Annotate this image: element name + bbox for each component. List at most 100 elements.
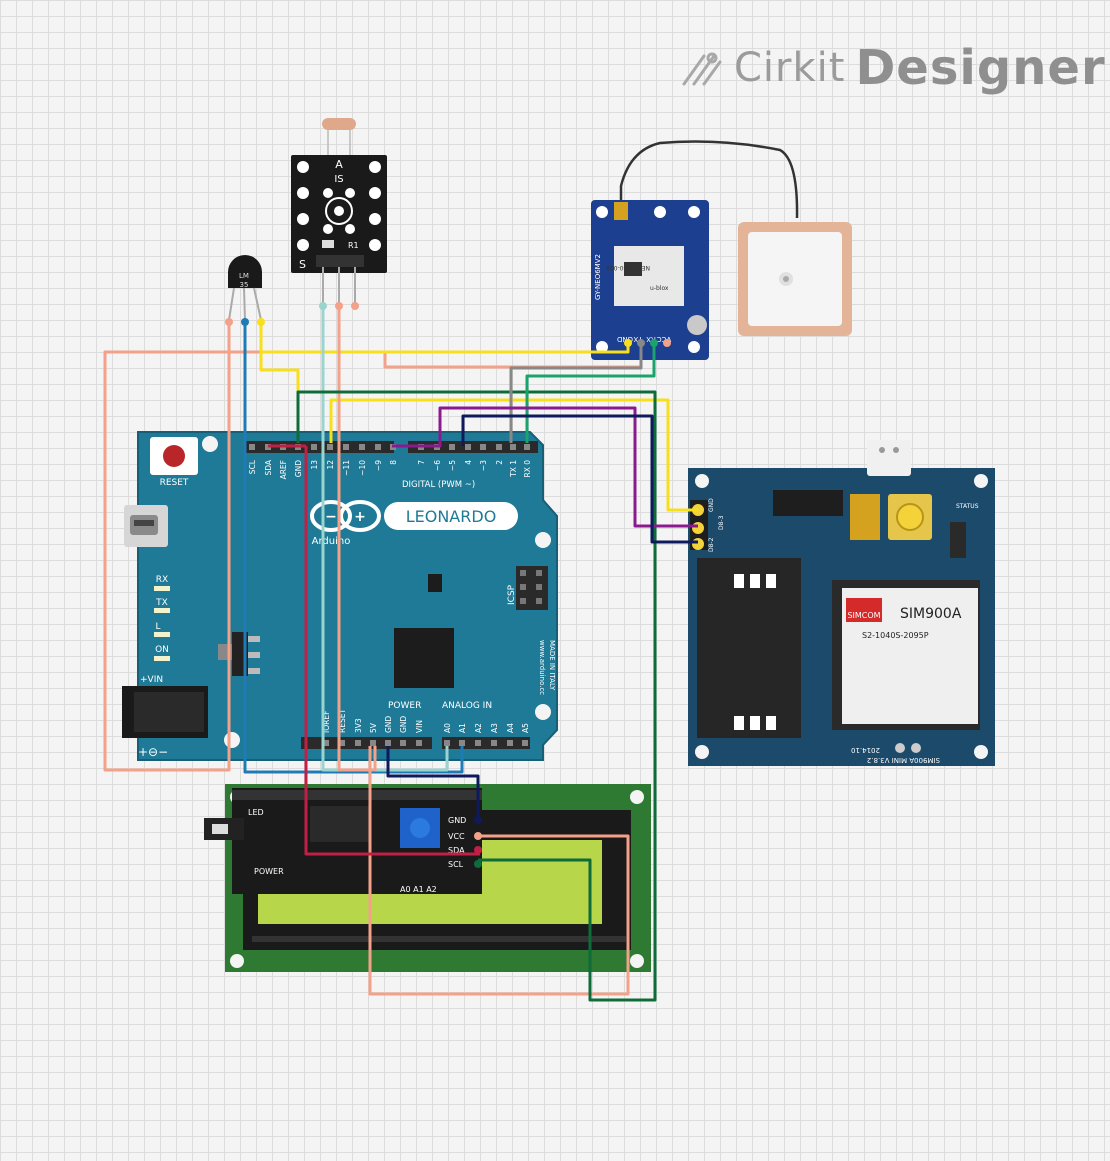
gps-pin[interactable]	[663, 339, 671, 347]
power-pin-label: RESET	[338, 709, 347, 733]
reset-button[interactable]: RESET	[150, 437, 198, 488]
digital-pin-label: ~10	[358, 460, 367, 476]
power-pin-label: 5V	[369, 722, 378, 733]
analog-pin[interactable]	[475, 740, 481, 746]
digital-pin-17[interactable]	[510, 444, 516, 450]
wire-gps-rx	[509, 343, 643, 443]
gps-board-label: GY-NEO6MV2	[594, 254, 602, 300]
wire-lm35-out	[243, 322, 464, 774]
analog-pin-label: A1	[458, 723, 467, 733]
lm35-temperature-sensor: LM 35	[225, 255, 265, 326]
ldr-label-a: A	[335, 158, 343, 171]
power-pin-label: IOREF	[322, 711, 331, 733]
digital-pin-18[interactable]	[524, 444, 530, 450]
digital-pin-label: 2	[495, 460, 504, 465]
wire-sim-d82	[461, 414, 698, 544]
power-pin[interactable]	[385, 740, 391, 746]
power-pin-label: 3V3	[354, 718, 363, 733]
sim-status-label: STATUS	[956, 503, 979, 510]
analog-pin[interactable]	[522, 740, 528, 746]
lcd-pin-label: GND	[448, 816, 466, 825]
digital-pin-7[interactable]	[343, 444, 349, 450]
led-rx-label: RX	[156, 575, 168, 585]
digital-pin-label: 8	[389, 460, 398, 465]
analog-pin[interactable]	[491, 740, 497, 746]
power-pin[interactable]	[416, 740, 422, 746]
power-pin[interactable]	[370, 740, 376, 746]
led-l-label: L	[155, 622, 160, 632]
icsp-header: ICSP	[507, 566, 548, 610]
cirkit-designer-logo: Cirkit Designer	[680, 38, 1106, 98]
wire-gnd-rail	[259, 343, 630, 370]
power-pin[interactable]	[400, 740, 406, 746]
digital-pin-label: 7	[417, 460, 426, 465]
lm35-label-top: LM	[239, 272, 249, 280]
vin-label: +VIN	[140, 675, 163, 685]
analog-pin-label: A4	[506, 723, 515, 733]
sim-brand-label: SIMCOM	[847, 611, 880, 620]
digital-pin-8[interactable]	[359, 444, 365, 450]
reset-label: RESET	[160, 478, 189, 488]
sim-part-label: S2-1040S-2095P	[862, 631, 929, 640]
analog-pin[interactable]	[459, 740, 465, 746]
arduino-logo-text: Arduino	[312, 536, 351, 547]
wires	[103, 306, 698, 1002]
digital-pin-label: ~9	[374, 460, 383, 471]
sim-date-label: 2014.10	[851, 746, 880, 754]
digital-pin-label: 4	[464, 460, 473, 465]
power-jack: +VIN +⊖−	[122, 675, 208, 759]
lcd-pin-label: VCC	[448, 832, 465, 841]
digital-pin-9[interactable]	[375, 444, 381, 450]
digital-pin-label: ~6	[433, 460, 442, 471]
analog-pin[interactable]	[507, 740, 513, 746]
analog-pin[interactable]	[444, 740, 450, 746]
site-label: www.arduino.cc	[538, 640, 546, 695]
lcd-pin[interactable]	[474, 860, 482, 868]
sim-pin-d83: D8-3	[718, 515, 725, 530]
brand-name-bold: Designer	[855, 40, 1106, 96]
gps-pin-label: GND	[617, 335, 633, 343]
mcu-chip	[394, 628, 454, 688]
digital-pin-label: 13	[310, 460, 319, 470]
digital-pin-5[interactable]	[311, 444, 317, 450]
power-header-label: POWER	[388, 701, 421, 711]
lcd-addr-label: A0 A1 A2	[400, 885, 437, 894]
digital-pin-label: RX 0	[523, 460, 532, 478]
wire-lcd-gnd	[386, 746, 480, 820]
lcd-led-label: LED	[248, 808, 264, 817]
digital-pin-13[interactable]	[449, 444, 455, 450]
wire-sim-gnd	[329, 398, 698, 512]
ldr-label-r1: R1	[348, 241, 359, 250]
digital-pin-label: AREF	[279, 460, 288, 479]
wire-sim-d83	[392, 406, 698, 528]
arduino-leonardo-board: RESET RX TX L ON +VIN +⊖−	[122, 431, 558, 761]
digital-pin-label: ~5	[448, 460, 457, 471]
power-pin[interactable]	[323, 740, 329, 746]
lcd-pin-label: SCL	[448, 860, 464, 869]
digital-pin-label: GND	[294, 460, 303, 477]
power-pin[interactable]	[355, 740, 361, 746]
arduino-logo: − + Arduino LEONARDO	[310, 500, 518, 547]
lcd-pin[interactable]	[474, 846, 482, 854]
analog-pin-label: A3	[490, 723, 499, 733]
svg-text:+: +	[354, 509, 366, 525]
gps-pin-label: VCC	[657, 335, 672, 343]
digital-pin-15[interactable]	[480, 444, 486, 450]
gps-patch-antenna	[738, 222, 852, 336]
power-pin-label: VIN	[415, 720, 424, 733]
wire-lm35-gnd	[259, 322, 300, 443]
analog-pin-label: A5	[521, 723, 530, 733]
digital-pin-14[interactable]	[465, 444, 471, 450]
digital-pin-1[interactable]	[249, 444, 255, 450]
status-leds: RX TX L ON	[154, 575, 170, 661]
digital-pin-16[interactable]	[496, 444, 502, 450]
power-pin[interactable]	[339, 740, 345, 746]
sim900a-gsm-module: STATUS SIMCOM SIM900A S2-1040S-2095P SIM…	[688, 440, 995, 766]
ldr-label-is: IS	[334, 174, 343, 185]
wire-ldr-vcc	[337, 306, 377, 772]
svg-text:−: −	[325, 509, 337, 525]
lcd-power-label: POWER	[254, 867, 284, 876]
ldr-sensor-module: A IS R1 S	[291, 118, 387, 310]
digital-pin-6[interactable]	[327, 444, 333, 450]
